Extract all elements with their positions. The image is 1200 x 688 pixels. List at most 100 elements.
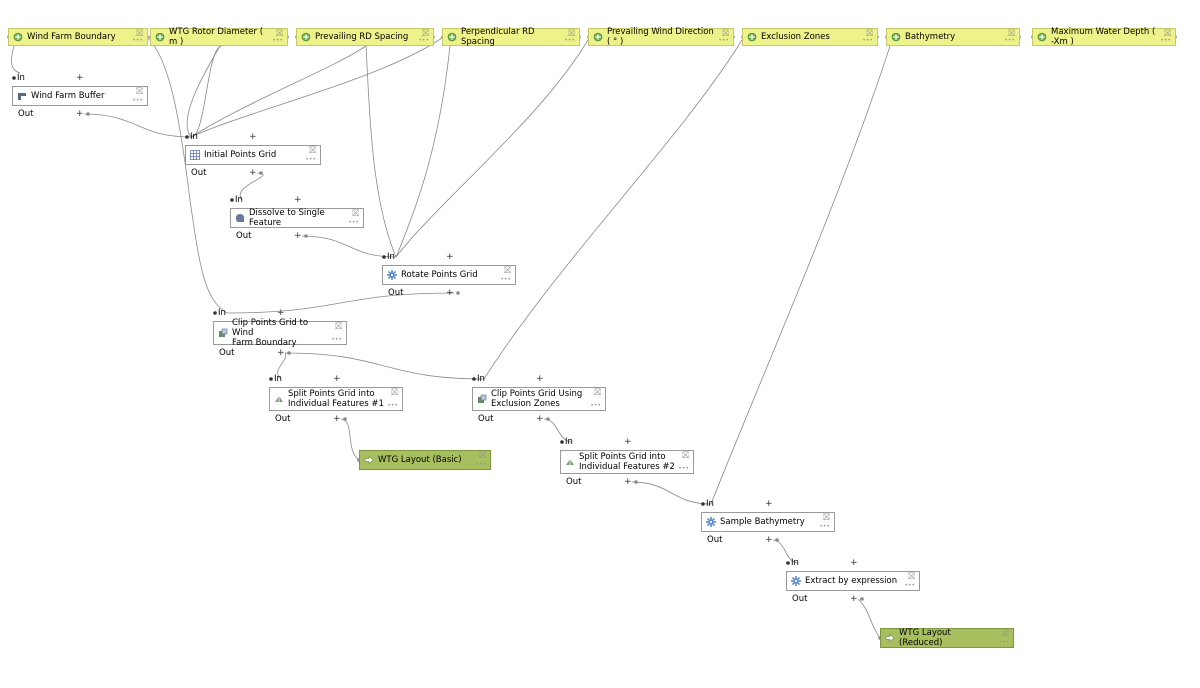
sample-bathymetry-out-port[interactable]: Out (707, 535, 723, 545)
close-icon[interactable]: ⛝ (568, 29, 575, 39)
prevailing-rd-spacing-node[interactable]: Prevailing RD Spacing⛝••• (296, 28, 434, 46)
more-options-icon[interactable]: ••• (132, 37, 143, 44)
expand-port-button[interactable]: + (249, 168, 257, 178)
split-points-grid-1-node[interactable]: Split Points Grid into Individual Featur… (269, 387, 403, 411)
close-icon[interactable]: ⛝ (479, 451, 486, 461)
expand-port-button[interactable]: + (536, 414, 544, 424)
clip-points-grid-to-boundary-node[interactable]: Clip Points Grid to Wind Farm Boundary⛝•… (213, 318, 347, 348)
close-icon[interactable]: ⛝ (335, 322, 342, 332)
split-points-grid-1-out-port[interactable]: Out (275, 414, 291, 424)
expand-port-button[interactable]: + (624, 477, 632, 487)
more-options-icon[interactable]: ••• (819, 523, 830, 530)
sample-bathymetry-node[interactable]: Sample Bathymetry⛝••• (701, 512, 835, 532)
expand-port-button[interactable]: + (294, 195, 302, 205)
sample-bathymetry-in-port[interactable]: In (706, 499, 714, 509)
close-icon[interactable]: ⛝ (352, 209, 359, 219)
expand-port-button[interactable]: + (249, 132, 257, 142)
clip-points-grid-to-boundary-in-port[interactable]: In (218, 308, 226, 318)
extract-by-expression-node[interactable]: Extract by expression⛝••• (786, 571, 920, 591)
more-options-icon[interactable]: ••• (1004, 37, 1015, 44)
close-icon[interactable]: ⛝ (1008, 29, 1015, 39)
clip-points-grid-exclusion-out-port[interactable]: Out (478, 414, 494, 424)
more-options-icon[interactable]: ••• (387, 402, 398, 409)
rotate-points-grid-in-port[interactable]: In (387, 252, 395, 262)
expand-port-button[interactable]: + (277, 308, 285, 318)
split-points-grid-2-node[interactable]: Split Points Grid into Individual Featur… (560, 450, 694, 474)
exclusion-zones-node[interactable]: Exclusion Zones⛝••• (742, 28, 878, 46)
extract-by-expression-out-port[interactable]: Out (792, 594, 808, 604)
more-options-icon[interactable]: ••• (305, 156, 316, 163)
expand-port-button[interactable]: + (294, 231, 302, 241)
close-icon[interactable]: ⛝ (722, 29, 729, 39)
more-options-icon[interactable]: ••• (331, 336, 342, 343)
expand-port-button[interactable]: + (277, 348, 285, 358)
close-icon[interactable]: ⛝ (136, 29, 143, 39)
rotate-points-grid-node[interactable]: Rotate Points Grid⛝••• (382, 265, 516, 285)
more-options-icon[interactable]: ••• (348, 219, 359, 226)
expand-port-button[interactable]: + (765, 499, 773, 509)
close-icon[interactable]: ⛝ (823, 513, 830, 523)
clip-points-grid-to-boundary-out-port[interactable]: Out (219, 348, 235, 358)
wind-farm-buffer-node[interactable]: Wind Farm Buffer⛝••• (12, 86, 148, 106)
rotate-points-grid-out-port[interactable]: Out (388, 288, 404, 298)
close-icon[interactable]: ⛝ (309, 146, 316, 156)
expand-port-button[interactable]: + (624, 437, 632, 447)
close-icon[interactable]: ⛝ (1002, 629, 1009, 639)
expand-port-button[interactable]: + (76, 109, 84, 119)
more-options-icon[interactable]: ••• (678, 465, 689, 472)
more-options-icon[interactable]: ••• (418, 37, 429, 44)
split-points-grid-1-in-port[interactable]: In (274, 374, 282, 384)
close-icon[interactable]: ⛝ (866, 29, 873, 39)
expand-port-button[interactable]: + (446, 288, 454, 298)
close-icon[interactable]: ⛝ (276, 29, 283, 39)
more-options-icon[interactable]: ••• (904, 582, 915, 589)
more-options-icon[interactable]: ••• (718, 37, 729, 44)
close-icon[interactable]: ⛝ (422, 29, 429, 39)
initial-points-grid-out-port[interactable]: Out (191, 168, 207, 178)
expand-port-button[interactable]: + (536, 374, 544, 384)
expand-port-button[interactable]: + (333, 414, 341, 424)
wind-farm-boundary-node[interactable]: Wind Farm Boundary⛝••• (8, 28, 148, 46)
bathymetry-node[interactable]: Bathymetry⛝••• (886, 28, 1020, 46)
more-options-icon[interactable]: ••• (1160, 37, 1171, 44)
more-options-icon[interactable]: ••• (564, 37, 575, 44)
expand-port-button[interactable]: + (76, 73, 84, 83)
clip-points-grid-exclusion-node[interactable]: Clip Points Grid Using Exclusion Zones⛝•… (472, 387, 606, 411)
perpendicular-rd-spacing-node[interactable]: Perpendicular RD Spacing⛝••• (442, 27, 580, 47)
expand-port-button[interactable]: + (333, 374, 341, 384)
more-options-icon[interactable]: ••• (500, 276, 511, 283)
close-icon[interactable]: ⛝ (594, 388, 601, 398)
dissolve-to-single-feature-out-port[interactable]: Out (236, 231, 252, 241)
close-icon[interactable]: ⛝ (136, 87, 143, 97)
clip-points-grid-exclusion-in-port[interactable]: In (477, 374, 485, 384)
initial-points-grid-node[interactable]: Initial Points Grid⛝••• (185, 145, 321, 165)
close-icon[interactable]: ⛝ (682, 451, 689, 461)
close-icon[interactable]: ⛝ (504, 266, 511, 276)
more-options-icon[interactable]: ••• (998, 639, 1009, 646)
expand-port-button[interactable]: + (850, 558, 858, 568)
split-points-grid-2-in-port[interactable]: In (565, 437, 573, 447)
wtg-layout-reduced-node[interactable]: WTG Layout (Reduced)⛝••• (880, 628, 1014, 648)
split-points-grid-2-out-port[interactable]: Out (566, 477, 582, 487)
close-icon[interactable]: ⛝ (1164, 29, 1171, 39)
more-options-icon[interactable]: ••• (590, 402, 601, 409)
extract-by-expression-in-port[interactable]: In (791, 558, 799, 568)
expand-port-button[interactable]: + (850, 594, 858, 604)
more-options-icon[interactable]: ••• (272, 37, 283, 44)
wtg-rotor-diameter-node[interactable]: WTG Rotor Diameter ( m )⛝••• (150, 27, 288, 47)
close-icon[interactable]: ⛝ (391, 388, 398, 398)
expand-port-button[interactable]: + (765, 535, 773, 545)
prevailing-wind-direction-node[interactable]: Prevailing Wind Direction ( ° )⛝••• (588, 27, 734, 47)
close-icon[interactable]: ⛝ (908, 572, 915, 582)
expand-port-button[interactable]: + (446, 252, 454, 262)
more-options-icon[interactable]: ••• (132, 97, 143, 104)
maximum-water-depth-node[interactable]: Maximum Water Depth ( -Xm )⛝••• (1032, 27, 1176, 47)
wtg-layout-basic-node[interactable]: WTG Layout (Basic)⛝••• (359, 450, 491, 470)
more-options-icon[interactable]: ••• (862, 37, 873, 44)
dissolve-to-single-feature-in-port[interactable]: In (235, 195, 243, 205)
wind-farm-buffer-out-port[interactable]: Out (18, 109, 34, 119)
more-options-icon[interactable]: ••• (475, 461, 486, 468)
dissolve-to-single-feature-node[interactable]: Dissolve to Single Feature⛝••• (230, 208, 364, 228)
wind-farm-buffer-in-port[interactable]: In (17, 73, 25, 83)
